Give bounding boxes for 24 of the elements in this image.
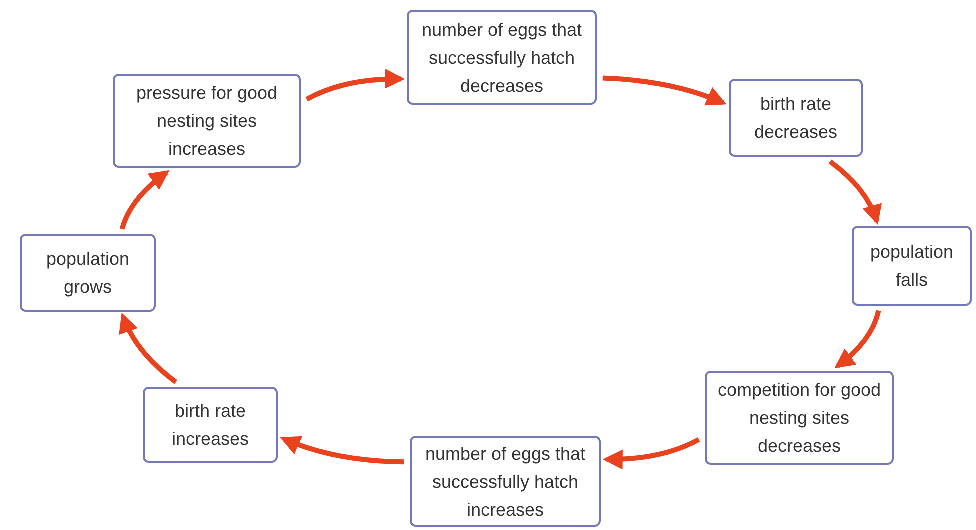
process-box	[407, 10, 597, 105]
arrow	[828, 160, 882, 226]
arrow	[602, 76, 727, 106]
box-text: population grows	[45, 248, 131, 299]
box-text: number of eggs that successfully hatch decreases	[420, 18, 584, 98]
process-box	[705, 371, 894, 465]
box-text: number of eggs that successfully hatch increases	[424, 442, 587, 522]
process-box	[20, 234, 156, 312]
process-box	[410, 436, 601, 527]
process-box	[143, 387, 278, 463]
box-text: birth rate decreases	[753, 93, 839, 144]
box-text: population falls	[869, 241, 955, 292]
process-box	[729, 79, 863, 157]
arrow	[834, 310, 882, 369]
arrow	[280, 436, 404, 465]
box-text: birth rate increases	[170, 400, 250, 451]
arrow	[306, 69, 406, 102]
arrow	[120, 312, 178, 384]
process-box	[113, 74, 301, 168]
box-text: competition for good nesting sites decreases	[716, 379, 882, 458]
arrow	[602, 437, 700, 470]
box-text: pressure for good nesting sites increases	[135, 82, 279, 161]
process-box	[852, 226, 972, 306]
arrow	[120, 170, 170, 230]
